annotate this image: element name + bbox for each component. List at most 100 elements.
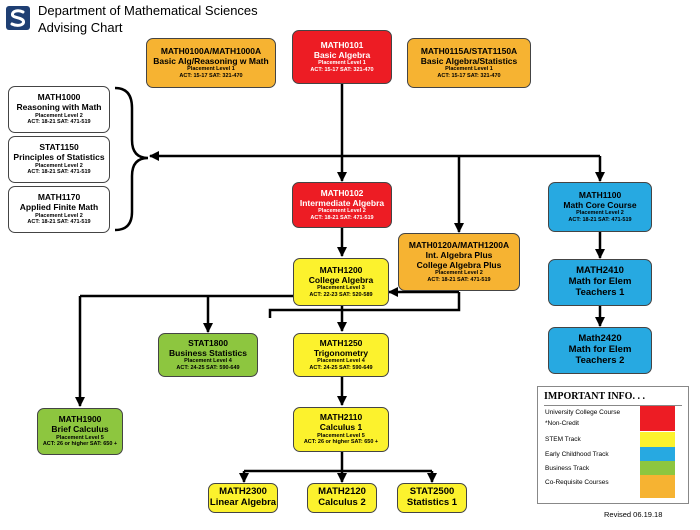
legend-divider	[544, 405, 682, 406]
course-code: MATH0115A/STAT1150A	[420, 45, 518, 56]
course-box-math0101[interactable]: MATH0101 Basic Algebra Placement Level 1…	[292, 30, 392, 84]
course-code: MATH0120A/MATH1200A	[408, 240, 510, 251]
course-name-line2: Teachers 2	[575, 354, 625, 366]
course-name: Basic Algebra	[313, 49, 371, 60]
placement-level: Placement Level 2	[318, 208, 366, 215]
legend-label: Co-Requisite Courses	[545, 479, 609, 486]
course-box-math0115a[interactable]: MATH0115A/STAT1150A Basic Algebra/Statis…	[407, 38, 531, 88]
course-code: MATH2300	[219, 486, 267, 498]
legend-label: Business Track	[545, 465, 590, 472]
placement-level: Placement Level 3	[317, 285, 365, 292]
placement-level: Placement Level 2	[435, 270, 483, 277]
placement-level: Placement Level 4	[184, 358, 232, 365]
placement-level: Placement Level 2	[35, 112, 83, 119]
course-name: College Algebra	[308, 274, 374, 285]
course-box-math2410[interactable]: MATH2410 Math for Elem Teachers 1	[548, 259, 652, 306]
placement-scores: ACT: 24-25 SAT: 590-649	[176, 364, 240, 371]
course-name: Reasoning with Math	[16, 102, 102, 113]
legend-swatch-blue	[640, 447, 675, 461]
course-box-stat1800[interactable]: STAT1800 Business Statistics Placement L…	[158, 333, 258, 377]
course-name: Basic Alg/Reasoning w Math	[153, 55, 269, 66]
course-box-math0120a[interactable]: MATH0120A/MATH1200A Int. Algebra Plus Co…	[398, 233, 520, 291]
course-name-line2: College Algebra Plus	[416, 259, 502, 270]
course-code: STAT1800	[188, 337, 228, 348]
legend-label: *Non-Credit	[545, 420, 579, 427]
course-name: Applied Finite Math	[19, 202, 99, 213]
course-code: Math2420	[578, 333, 622, 345]
course-box-math2420[interactable]: Math2420 Math for Elem Teachers 2	[548, 327, 652, 374]
course-name: Calculus 2	[318, 497, 366, 508]
course-box-math2300[interactable]: MATH2300 Linear Algebra	[208, 483, 278, 513]
placement-scores: ACT: 18-21 SAT: 471-519	[27, 169, 91, 176]
course-name: Math Core Course	[563, 199, 637, 210]
legend-swatch-green	[640, 461, 675, 475]
course-name: Linear Algebra	[209, 497, 277, 508]
course-box-math1100[interactable]: MATH1100 Math Core Course Placement Leve…	[548, 182, 652, 232]
legend-label: University College Course	[545, 409, 621, 416]
university-logo-icon	[6, 6, 30, 30]
course-box-math0100a[interactable]: MATH0100A/MATH1000A Basic Alg/Reasoning …	[146, 38, 276, 88]
course-code: MATH1200	[319, 264, 363, 275]
legend-label: STEM Track	[545, 436, 581, 443]
placement-level: Placement Level 5	[317, 432, 365, 439]
placement-scores: ACT: 22-23 SAT: 520-589	[309, 291, 373, 298]
course-code: MATH0100A/MATH1000A	[160, 45, 262, 56]
placement-level: Placement Level 4	[317, 358, 365, 365]
placement-scores: ACT: 18-21 SAT: 471-519	[568, 216, 632, 223]
course-code: MATH1000	[37, 92, 81, 103]
legend-swatch-yellow	[640, 432, 675, 447]
placement-scores: ACT: 18-21 SAT: 471-519	[310, 214, 374, 221]
placement-level: Placement Level 2	[35, 162, 83, 169]
course-name: Math for Elem	[568, 344, 632, 356]
placement-level: Placement Level 2	[576, 210, 624, 217]
course-name-line2: Teachers 1	[575, 286, 625, 298]
course-name: Brief Calculus	[51, 424, 109, 435]
placement-scores: ACT: 18-21 SAT: 471-519	[27, 219, 91, 226]
placement-scores: ACT: 15-17 SAT: 321-470	[437, 72, 501, 79]
course-code: MATH0102	[320, 187, 364, 198]
course-name: Int. Algebra Plus	[425, 249, 493, 260]
placement-scores: ACT: 15-17 SAT: 321-470	[310, 66, 374, 73]
course-code: MATH0101	[320, 39, 364, 50]
course-box-math1250[interactable]: MATH1250 Trigonometry Placement Level 4 …	[293, 333, 389, 377]
course-code: MATH1170	[37, 192, 81, 203]
course-code: STAT1150	[39, 142, 79, 153]
course-name: Intermediate Algebra	[299, 197, 385, 208]
legend-swatch-orange	[640, 475, 675, 498]
placement-scores: ACT: 18-21 SAT: 471-519	[27, 119, 91, 126]
placement-scores: ACT: 18-21 SAT: 471-519	[427, 276, 491, 283]
legend-panel: IMPORTANT INFO. . . University College C…	[537, 386, 689, 504]
legend-label: Early Childhood Track	[545, 451, 609, 458]
course-code: MATH2410	[576, 265, 624, 277]
course-code: MATH1100	[578, 189, 622, 200]
revised-date: Revised 06.19.18	[604, 510, 663, 519]
course-code: STAT2500	[409, 486, 455, 498]
course-box-stat1150[interactable]: STAT1150 Principles of Statistics Placem…	[8, 136, 110, 183]
placement-level: Placement Level 1	[445, 66, 493, 73]
course-box-math2120[interactable]: MATH2120 Calculus 2	[307, 483, 377, 513]
course-box-stat2500[interactable]: STAT2500 Statistics 1	[397, 483, 467, 513]
placement-scores: ACT: 24-25 SAT: 590-649	[309, 364, 373, 371]
course-box-math1200[interactable]: MATH1200 College Algebra Placement Level…	[293, 258, 389, 306]
course-box-math0102[interactable]: MATH0102 Intermediate Algebra Placement …	[292, 182, 392, 228]
placement-level: Placement Level 2	[35, 212, 83, 219]
department-title: Department of Mathematical Sciences	[38, 3, 258, 18]
course-code: MATH1250	[319, 337, 363, 348]
chart-title: Advising Chart	[38, 20, 123, 35]
placement-scores: ACT: 26 or higher SAT: 650 +	[42, 441, 118, 448]
course-box-math1900[interactable]: MATH1900 Brief Calculus Placement Level …	[37, 408, 123, 455]
course-name: Basic Algebra/Statistics	[420, 55, 518, 66]
course-box-math1000[interactable]: MATH1000 Reasoning with Math Placement L…	[8, 86, 110, 133]
course-box-math1170[interactable]: MATH1170 Applied Finite Math Placement L…	[8, 186, 110, 233]
course-code: MATH1900	[58, 414, 102, 425]
course-name: Statistics 1	[406, 497, 458, 508]
course-code: MATH2120	[318, 486, 366, 498]
course-name: Business Statistics	[169, 347, 247, 358]
legend-swatch-red	[640, 406, 675, 431]
course-name: Math for Elem	[568, 276, 632, 288]
course-name: Trigonometry	[313, 347, 369, 358]
course-name: Principles of Statistics	[13, 152, 105, 163]
course-name: Calculus 1	[319, 422, 363, 433]
course-box-math2110[interactable]: MATH2110 Calculus 1 Placement Level 5 AC…	[293, 407, 389, 452]
